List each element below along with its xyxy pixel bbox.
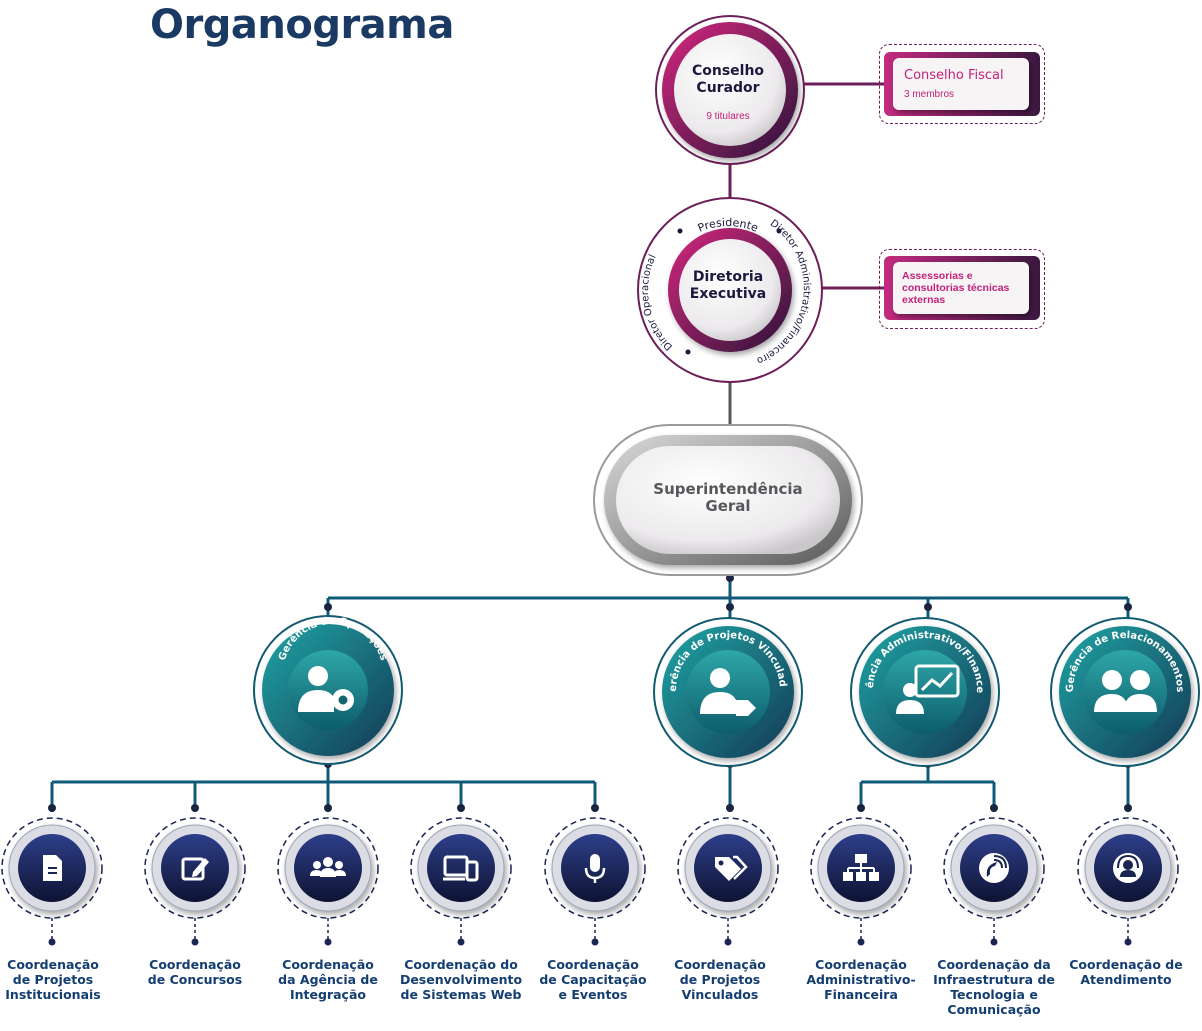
coordenacao-node: [677, 817, 779, 946]
svg-text:Presidente: Presidente: [696, 216, 760, 235]
coordenacao-node: [544, 817, 646, 946]
conselho-curador-members: 9 titulares: [706, 111, 750, 122]
group-icon: [310, 857, 346, 877]
coordenacao-label-projetos-vinculados: Coordenação de Projetos Vinculados: [674, 957, 766, 1002]
document-icon: [43, 855, 62, 881]
diretoria-executiva-name: Diretoria Executiva: [689, 269, 767, 302]
conselho-fiscal-box: [893, 58, 1029, 110]
diretoria-executiva-node: Presidente Diretor Administrativo/Financ…: [637, 197, 823, 383]
conselho-curador-name: Conselho Curador: [691, 63, 765, 96]
assessorias-text: Assessorias e consultorias técnicas exte…: [902, 270, 1010, 306]
coordenacao-label-sistemas-web: Coordenação do Desenvolvimento de Sistem…: [399, 957, 523, 1002]
assessorias-frame: [879, 249, 1045, 329]
superintendencia-node: [593, 424, 863, 576]
coordenacao-label-concursos: Coordenação de Concursos: [147, 957, 243, 987]
coordenacao-label-agencia-integracao: Coordenação da Agência de Integração: [278, 957, 378, 1002]
coordenacao-label-infraestrutura-ti: Coordenação da Infraestrutura de Tecnolo…: [933, 957, 1055, 1017]
coordenacao-label-atendimento: Coordenação de Atendimento: [1069, 957, 1183, 987]
edit-icon: [181, 857, 209, 881]
coordenacao-label-projetos-institucionais: Coordenação de Projetos Institucionais: [5, 957, 101, 1002]
users-pair-icon: [1094, 670, 1157, 712]
coordenacao-label-capacitacao-eventos: Coordenação de Capacitação e Eventos: [539, 957, 647, 1002]
coordenacao-node: [410, 817, 512, 946]
svg-text:Gerência Administrativo/Financ: Gerência Administrativo/Financeira: [0, 0, 985, 693]
microphone-icon: [584, 854, 606, 883]
superintendencia-name: Superintendência Geral: [653, 480, 803, 515]
gerencia-operacoes-node: Gerência de Operações: [253, 615, 403, 765]
coordenacao-bus: [50, 762, 1130, 812]
user-tag-icon: [700, 668, 756, 716]
conselho-curador-node: [655, 15, 805, 165]
assessorias-box: [893, 262, 1029, 314]
gerencia-administrativo-financeira-node: Gerência Administrativo/Financeira: [0, 0, 1000, 767]
coordenacao-label-administrativo-financeira: Coordenação Administrativo- Financeira: [806, 957, 916, 1002]
presentation-chart-icon: [896, 664, 960, 714]
gerencia-relacionamentos-node: Gerência de Relacionamentos: [1050, 617, 1200, 767]
conselho-fiscal-name: Conselho Fiscal: [904, 68, 1004, 83]
coordenacao-node: [1077, 817, 1179, 946]
devices-icon: [443, 855, 479, 882]
coordenacao-nodes: [1, 817, 1179, 946]
tags-icon: [715, 855, 748, 881]
sitemap-icon: [843, 854, 879, 881]
satellite-icon: [979, 853, 1009, 883]
coordenacao-node: [144, 817, 246, 946]
coordenacao-node: [1, 817, 103, 946]
gerencia-administrativo-financeira-label: Gerência Administrativo/Financeira: [0, 0, 985, 693]
coordenacao-node: [943, 817, 1045, 946]
conselho-fiscal-frame: [879, 44, 1045, 124]
page-title: Organograma: [150, 2, 454, 48]
coordenacao-node: [810, 817, 912, 946]
ring-label-presidente: Presidente: [696, 216, 760, 235]
user-gear-icon: [298, 666, 354, 712]
conselho-fiscal-members: 3 membros: [904, 89, 955, 100]
coordenacao-node: [277, 817, 379, 946]
headset-icon: [1113, 853, 1143, 883]
